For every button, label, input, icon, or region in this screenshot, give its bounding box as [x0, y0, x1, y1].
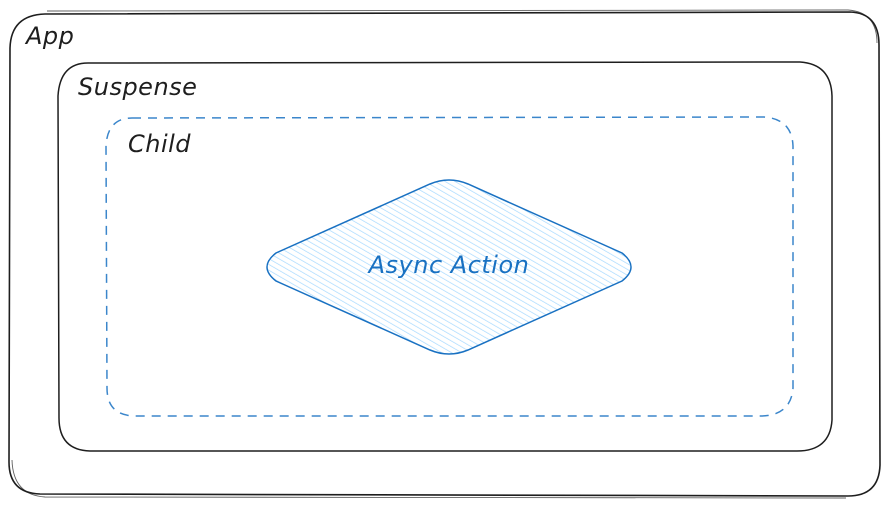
app-label: App: [26, 22, 75, 50]
async-action-diamond: [266, 179, 632, 355]
async-action-label: Async Action: [368, 251, 530, 279]
suspense-label: Suspense: [78, 73, 198, 101]
app-box: [8, 9, 881, 499]
child-label: Child: [128, 130, 192, 158]
child-box: [105, 116, 794, 417]
suspense-box: [57, 61, 833, 452]
